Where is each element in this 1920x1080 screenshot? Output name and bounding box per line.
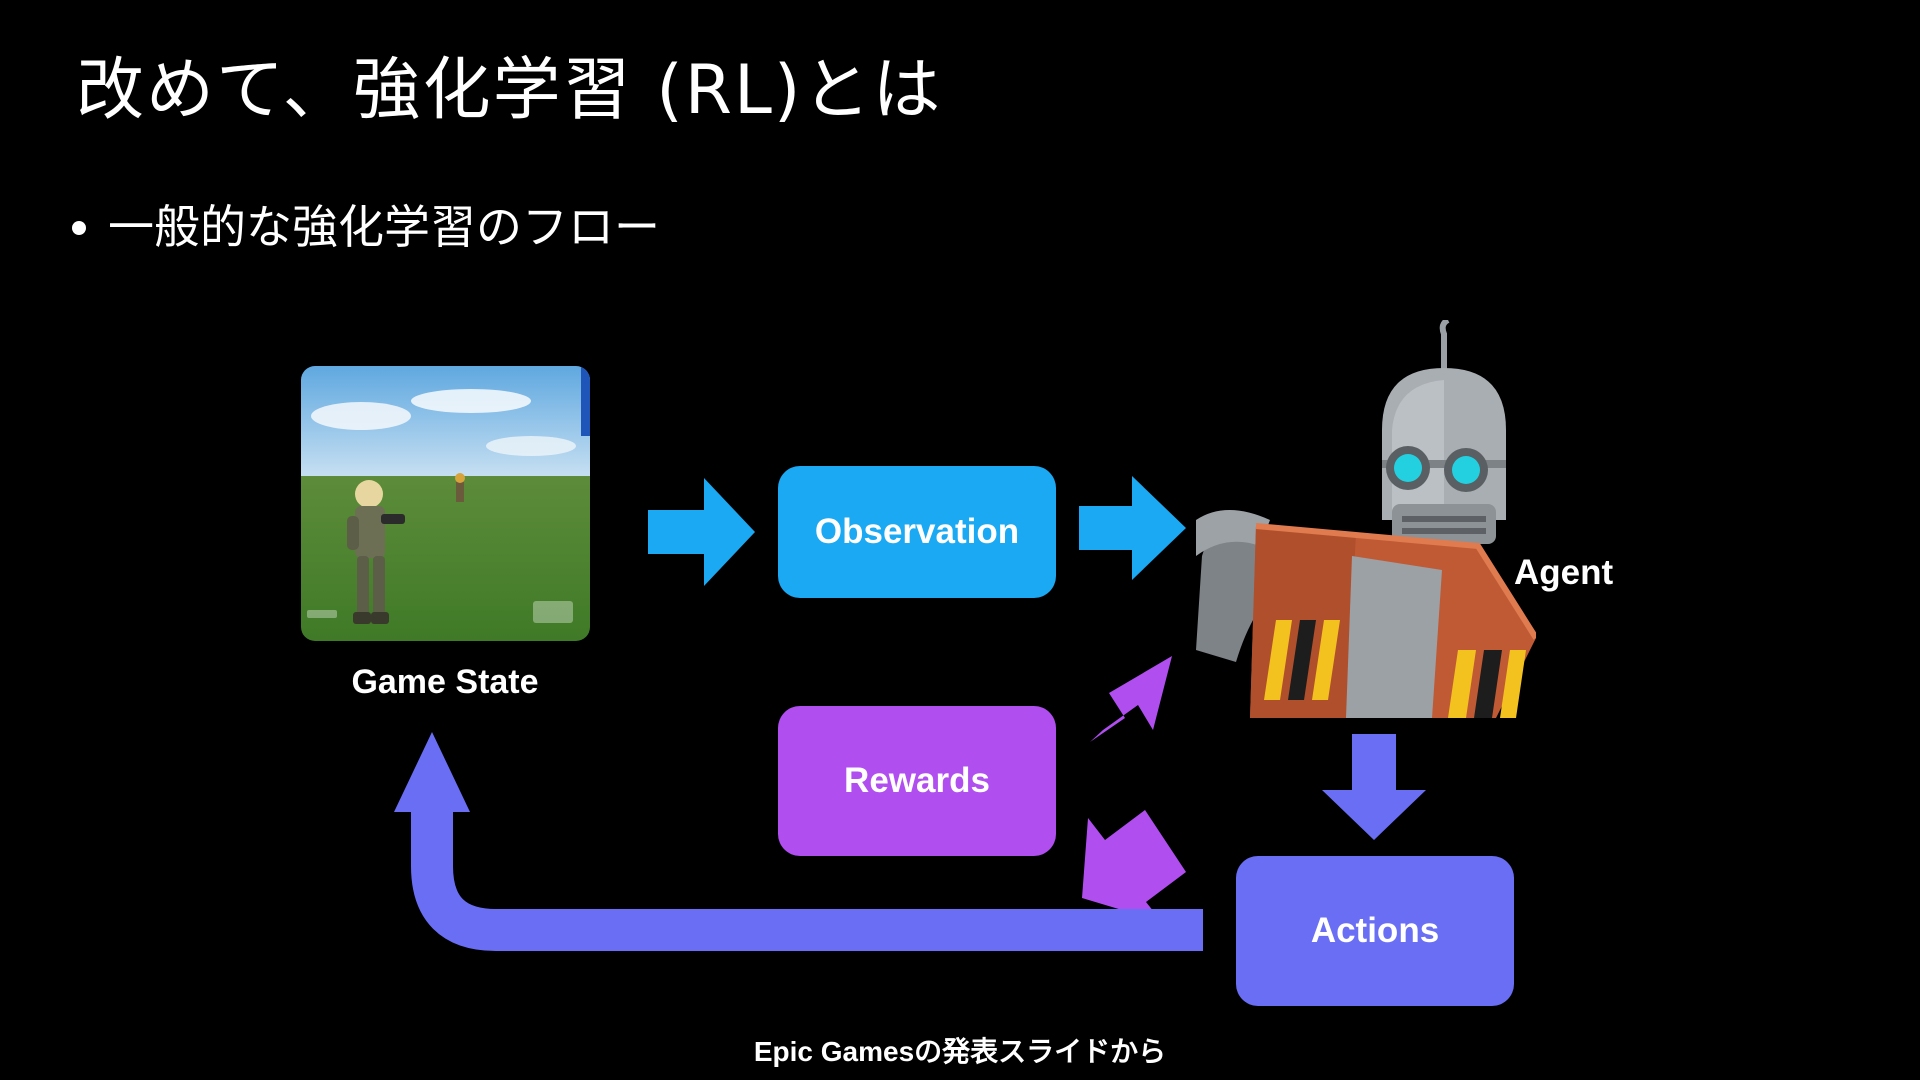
slide-title: 改めて、強化学習 (RL)とは (76, 51, 943, 130)
arrow-actions-to-rewards (1082, 810, 1186, 922)
bullet-dot-icon (72, 220, 86, 235)
arrow-actions-to-gamestate (411, 800, 1203, 951)
robot-icon (1196, 317, 1539, 718)
rewards-label: Rewards (844, 761, 990, 800)
arrow-agent-to-actions (1322, 734, 1426, 840)
hazard-stripes-right (1448, 650, 1526, 718)
observation-label: Observation (814, 512, 1020, 551)
arrow-observation-to-agent (1079, 476, 1186, 580)
actions-label: Actions (1310, 911, 1440, 950)
game-scene-image (301, 366, 590, 641)
rewards-box: Rewards (778, 706, 1056, 856)
bullet-text: 一般的な強化学習のフロー (108, 200, 660, 254)
bullet-item: 一般的な強化学習のフロー (72, 200, 660, 255)
hazard-stripes-left (1264, 620, 1340, 700)
arrow-actions-to-gamestate-head (394, 732, 470, 812)
agent-label: Agent (1514, 553, 1614, 592)
source-caption: Epic Gamesの発表スライドから (753, 1036, 1167, 1067)
arrow-gamestate-to-observation (648, 478, 755, 586)
arrow-rewards-to-agent (1090, 656, 1172, 742)
observation-box: Observation (778, 466, 1056, 598)
actions-box: Actions (1236, 856, 1514, 1006)
agent-robot-image (1196, 317, 1539, 718)
game-state-screenshot (301, 366, 590, 641)
game-state-label: Game State (351, 663, 539, 701)
